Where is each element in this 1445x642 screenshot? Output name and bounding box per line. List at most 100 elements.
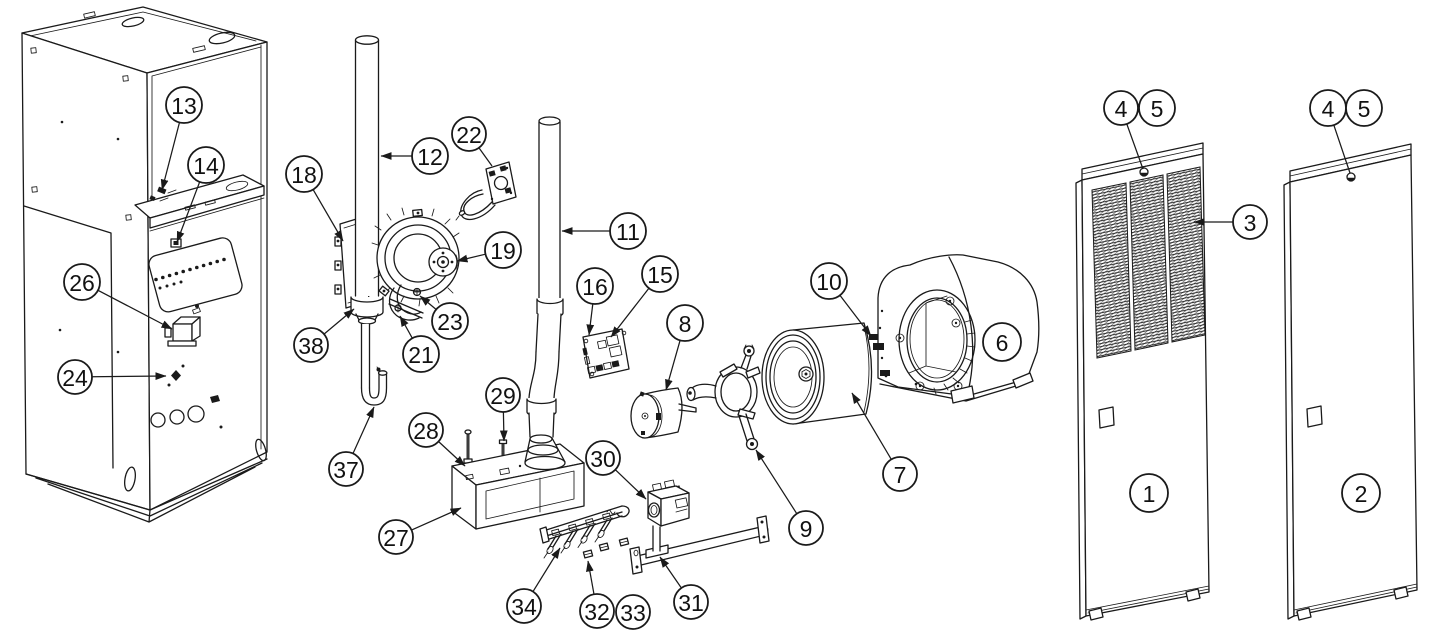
callout-14: 14 [176,146,225,243]
leader-line-34 [532,547,561,592]
callout-number-18: 18 [291,162,317,188]
callout-28: 28 [408,412,466,467]
callout-number-32: 32 [584,599,610,625]
leader-line-8 [665,340,681,391]
plain-door-panel [1283,143,1418,621]
blower-motor [630,387,697,439]
manifold-support-bracket [629,515,770,575]
callout-5: 5 [1345,89,1383,127]
manifold-nuts [582,537,630,559]
callout-circle-37 [328,451,364,487]
leader-line-22 [478,147,493,167]
callout-circle-19 [484,231,522,269]
callout-15: 15 [610,255,679,338]
callout-31: 31 [659,556,709,620]
callout-circle-32 [579,593,615,629]
callout-circle-24 [57,359,93,395]
callout-number-27: 27 [383,525,409,551]
callout-number-28: 28 [413,418,439,444]
callout-number-33: 33 [620,600,646,626]
callout-circle-33 [615,594,651,630]
callout-circle-31 [673,584,709,620]
callout-21: 21 [399,315,440,373]
leader-line-26 [97,289,173,330]
callout-number-11: 11 [616,219,640,245]
callout-circle-9 [788,510,824,546]
leader-line-31 [659,556,682,589]
leader-line-23 [419,295,437,310]
callout-number-7: 7 [894,462,907,488]
callout-number-1: 1 [1143,481,1156,507]
inducer-motor [428,247,458,277]
callout-number-5: 5 [1151,96,1164,122]
leader-line-32 [586,560,595,595]
leader-line-19 [456,253,486,263]
flue-pipe [526,116,564,438]
callout-number-16: 16 [582,274,608,300]
leader-line-30 [614,469,647,500]
callout-circle-2 [1341,473,1381,513]
furnace-cabinet [21,6,268,523]
callout-4: 4 [1103,90,1144,170]
callout-circle-18 [285,155,323,193]
gas-valve [647,479,690,552]
callout-number-8: 8 [679,311,692,337]
callout-circle-28 [408,412,444,448]
pressure-switch [455,161,517,221]
callout-34: 34 [506,547,561,624]
callout-number-19: 19 [490,238,516,264]
leader-line-16 [586,303,595,336]
callout-7: 7 [851,392,918,492]
callout-number-31: 31 [678,590,704,616]
callout-circle-26 [63,263,101,301]
callout-number-4: 4 [1322,96,1335,122]
leader-line-37 [352,406,375,454]
callout-37: 37 [328,406,375,487]
callout-number-21: 21 [408,342,434,368]
callout-number-2: 2 [1355,481,1368,507]
leader-line-14 [176,181,201,243]
callout-33: 33 [615,594,651,630]
housing-latch [869,334,890,376]
callout-1: 1 [1129,473,1169,513]
callout-number-37: 37 [333,457,359,483]
callout-12: 12 [380,137,449,175]
callout-circle-4 [1103,90,1139,126]
callout-number-12: 12 [417,144,443,170]
callout-circle-1 [1129,473,1169,513]
callout-circle-12 [411,137,449,175]
draft-transition-cone [524,434,566,471]
callout-9: 9 [755,449,824,546]
callout-number-4: 4 [1115,96,1128,122]
callout-circle-13 [165,86,203,124]
louvered-door-panel [1075,142,1210,621]
callout-number-3: 3 [1244,210,1257,236]
callout-circle-23 [431,302,469,340]
inducer-assembly [371,207,460,321]
callout-38: 38 [293,308,355,363]
leader-line-13 [160,122,181,191]
leader-line-21 [399,315,413,339]
callout-circle-16 [576,267,614,305]
callout-number-15: 15 [647,262,673,288]
callout-24: 24 [57,359,167,395]
callout-number-30: 30 [590,446,616,472]
burner-box [451,429,585,530]
callout-5: 5 [1138,89,1176,127]
terminal-strip [154,257,226,290]
callout-circle-21 [402,335,440,373]
callout-circle-11 [609,212,647,250]
callout-10: 10 [810,262,872,337]
callout-23: 23 [419,295,469,340]
housing-rim-hatch [933,319,976,395]
callout-circle-5 [1345,89,1383,127]
callout-number-9: 9 [800,516,813,542]
callout-circle-34 [506,588,542,624]
callout-18: 18 [285,155,344,242]
callout-number-29: 29 [490,383,516,409]
callout-circle-38 [293,327,329,363]
callout-22: 22 [451,116,493,167]
callout-11: 11 [561,212,647,250]
